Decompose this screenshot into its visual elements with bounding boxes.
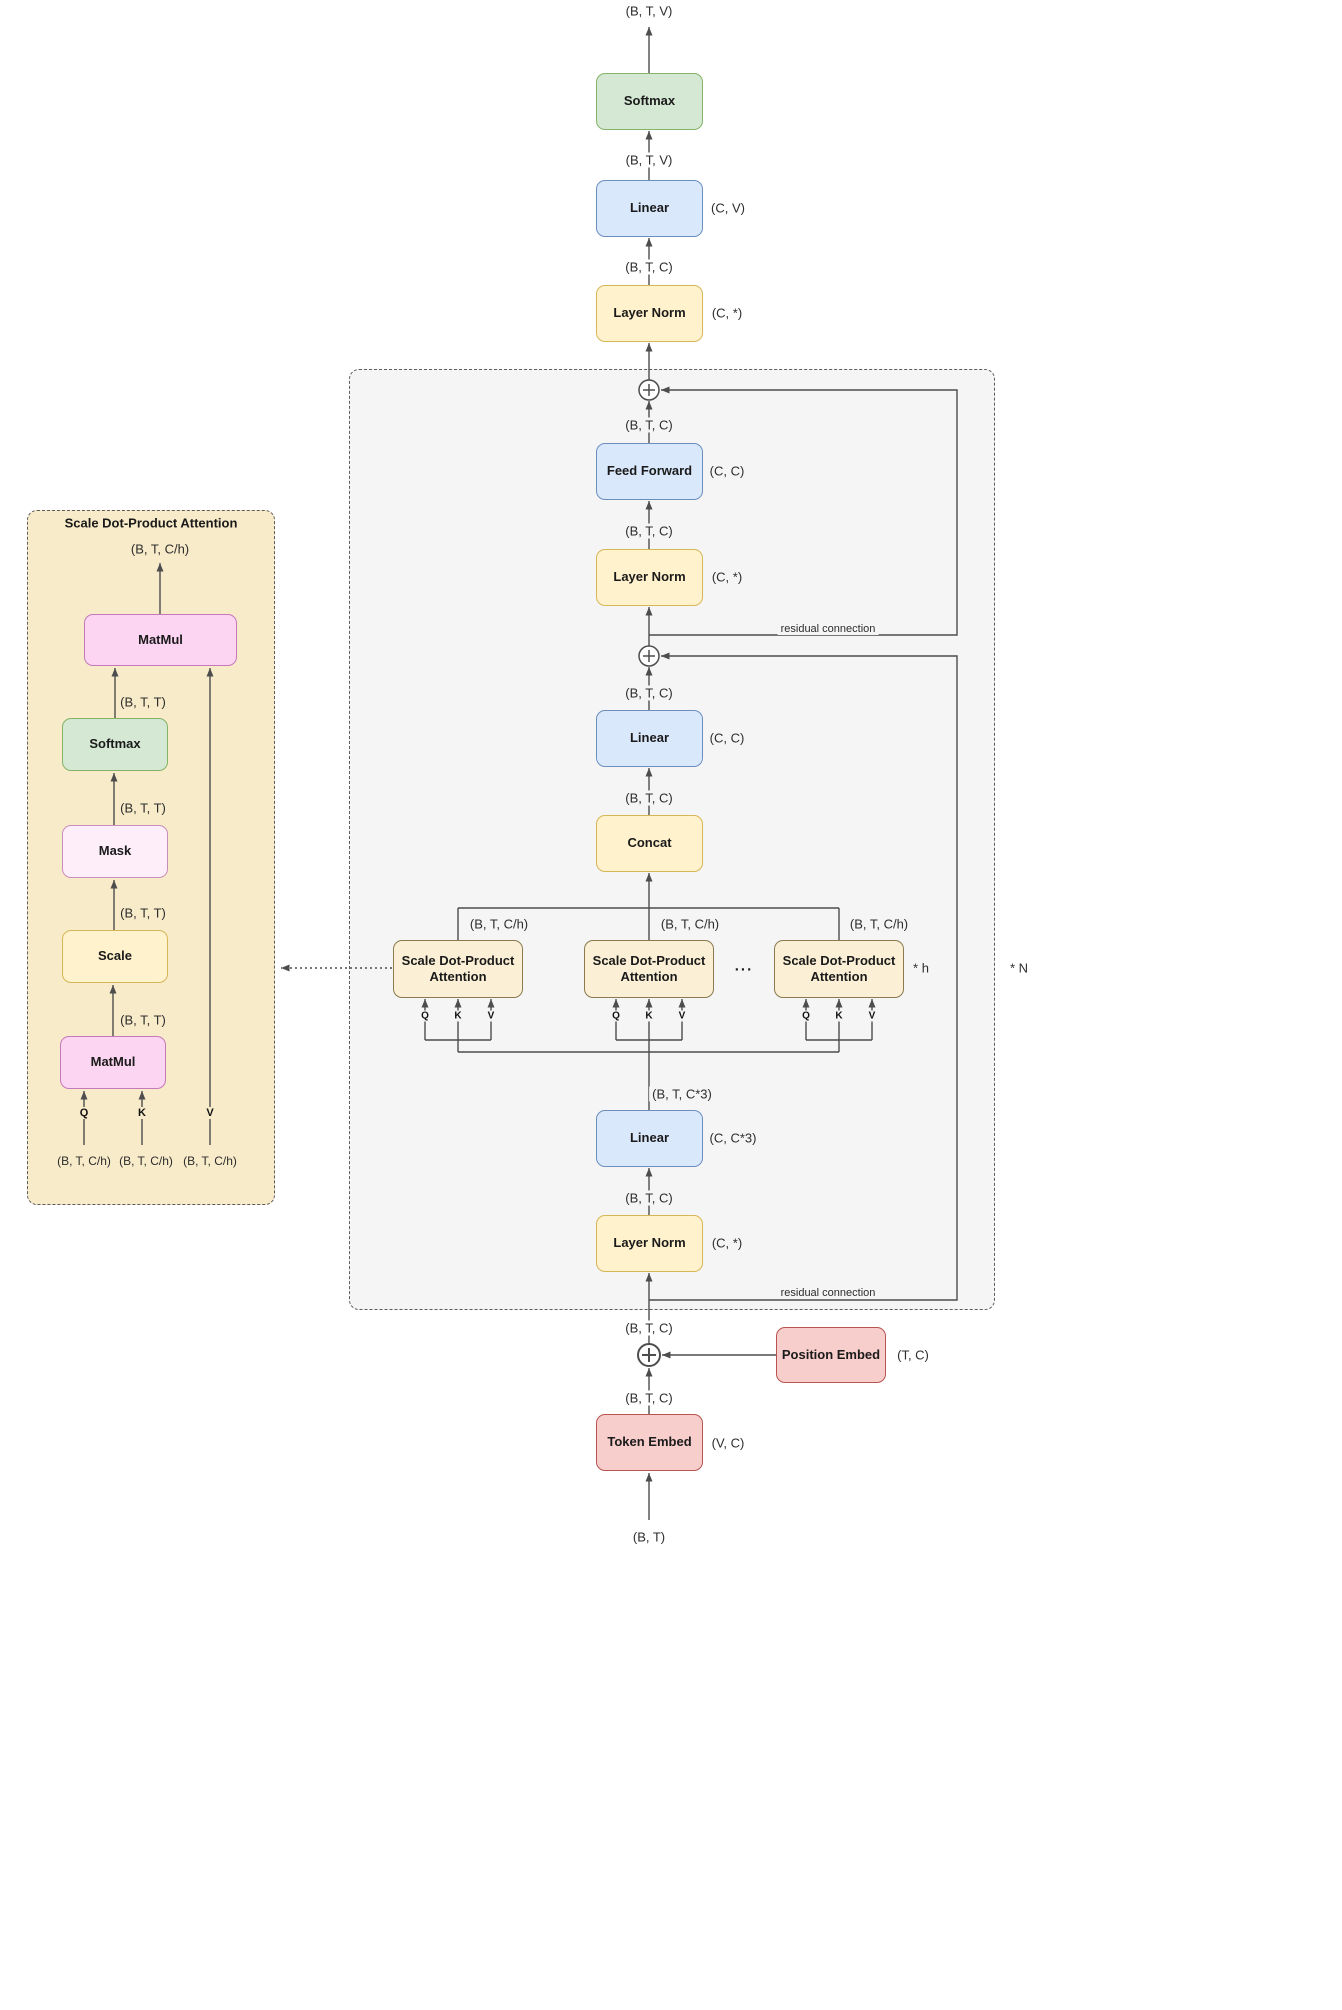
v-label: V — [867, 1010, 877, 1022]
residual-connection-label: residual connection — [777, 623, 879, 635]
linear-head-box: Linear — [596, 180, 703, 237]
detail-mask-box: Mask — [62, 825, 168, 878]
layer-norm-1-box: Layer Norm — [596, 1215, 703, 1272]
position-embed-box: Position Embed — [776, 1327, 886, 1383]
shape-label: (B, T, C) — [622, 523, 676, 539]
shape-label-btt: (B, T, T) — [120, 1012, 166, 1028]
shape-label: (B, T, C) — [622, 685, 676, 701]
softmax-output-box: Softmax — [596, 73, 703, 130]
attention-head-1-box: Scale Dot-Product Attention — [393, 940, 523, 998]
shape-label-q-in: (B, T, C/h) — [57, 1154, 111, 1168]
final-layer-norm-box: Layer Norm — [596, 285, 703, 342]
dim-label-linear-qkv: (C, C*3) — [709, 1130, 757, 1146]
shape-label-head3: (B, T, C/h) — [846, 916, 912, 932]
attention-head-2-box: Scale Dot-Product Attention — [584, 940, 714, 998]
q-label: Q — [611, 1010, 621, 1022]
k-label: K — [834, 1010, 844, 1022]
concat-box: Concat — [596, 815, 703, 872]
k-label: K — [136, 1107, 148, 1119]
shape-label: (B, T, C) — [622, 259, 676, 275]
panel-title: Scale Dot-Product Attention — [64, 515, 238, 531]
residual-connection-label: residual connection — [777, 1287, 879, 1299]
dim-label-ff: (C, C) — [709, 463, 745, 479]
k-label: K — [644, 1010, 654, 1022]
shape-label-detail-out: (B, T, C/h) — [130, 541, 190, 557]
q-label: Q — [77, 1107, 91, 1119]
linear-qkv-box: Linear — [596, 1110, 703, 1167]
attention-head-3-box: Scale Dot-Product Attention — [774, 940, 904, 998]
shape-label-btt: (B, T, T) — [120, 905, 166, 921]
q-label: Q — [801, 1010, 811, 1022]
detail-matmul-top-box: MatMul — [84, 614, 237, 666]
dim-label-linear-head: (C, V) — [711, 200, 745, 216]
q-label: Q — [420, 1010, 430, 1022]
ellipsis-label: ... — [734, 957, 754, 975]
dim-label-ln2: (C, *) — [711, 569, 743, 585]
detail-softmax-box: Softmax — [62, 718, 168, 771]
linear-proj-box: Linear — [596, 710, 703, 767]
block-repeat-label: * N — [1009, 960, 1029, 976]
feed-forward-box: Feed Forward — [596, 443, 703, 500]
dim-label-ln1: (C, *) — [711, 1235, 743, 1251]
v-label: V — [677, 1010, 687, 1022]
detail-scale-box: Scale — [62, 930, 168, 983]
add-node — [637, 1343, 661, 1367]
shape-label: (B, T, C) — [622, 790, 676, 806]
shape-label-output: (B, T, V) — [625, 3, 673, 19]
dim-label-proj: (C, C) — [709, 730, 745, 746]
heads-repeat-label: * h — [913, 960, 929, 976]
dim-label-pos-embed: (T, C) — [897, 1347, 929, 1363]
shape-label-qkv: (B, T, C*3) — [649, 1086, 715, 1102]
detail-matmul-bottom-box: MatMul — [60, 1036, 166, 1089]
v-label: V — [486, 1010, 496, 1022]
dim-label-token-embed: (V, C) — [711, 1435, 745, 1451]
shape-label: (B, T, C) — [622, 1320, 676, 1336]
shape-label-head2: (B, T, C/h) — [657, 916, 723, 932]
token-embed-box: Token Embed — [596, 1414, 703, 1471]
shape-label-head1: (B, T, C/h) — [466, 916, 532, 932]
shape-label-btt: (B, T, T) — [120, 800, 166, 816]
dim-label-final-ln: (C, *) — [711, 305, 743, 321]
shape-label: (B, T, C) — [622, 1390, 676, 1406]
shape-label-btt: (B, T, T) — [120, 694, 166, 710]
shape-label-input: (B, T) — [632, 1529, 666, 1545]
shape-label: (B, T, V) — [622, 152, 676, 168]
layer-norm-2-box: Layer Norm — [596, 549, 703, 606]
shape-label: (B, T, C) — [622, 417, 676, 433]
shape-label-k-in: (B, T, C/h) — [119, 1154, 173, 1168]
v-label: V — [204, 1107, 216, 1119]
shape-label-v-in: (B, T, C/h) — [183, 1154, 237, 1168]
shape-label: (B, T, C) — [622, 1190, 676, 1206]
k-label: K — [453, 1010, 463, 1022]
